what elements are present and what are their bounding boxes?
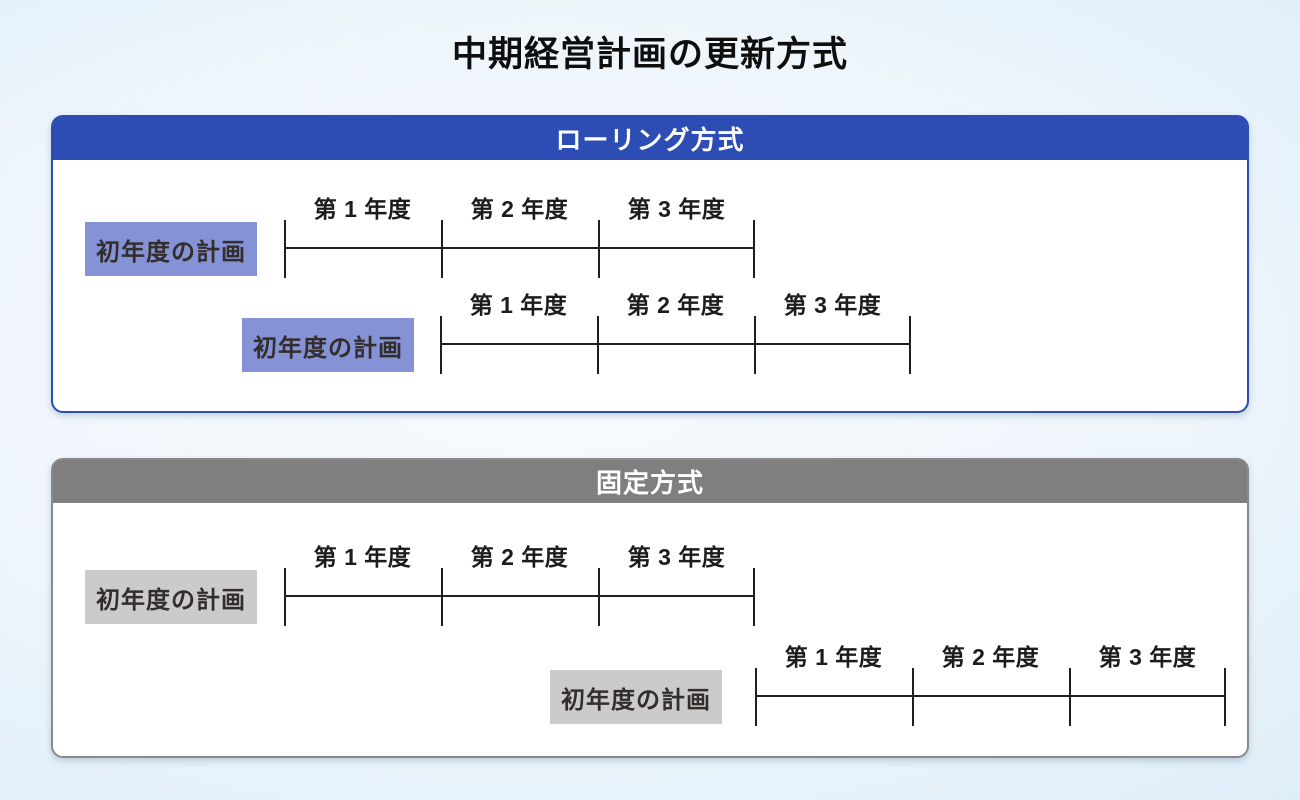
timeline-tick [284,568,286,626]
timeline-tick [754,316,756,374]
year-label: 第 2 年度 [626,292,725,318]
plan-label-box: 初年度の計画 [242,318,414,372]
timeline: 第 1 年度 第 2 年度 第 3 年度 [755,644,1226,726]
timeline-tick [753,568,755,626]
year-label: 第 1 年度 [784,644,883,670]
timeline-tick [441,568,443,626]
timeline-tick [441,220,443,278]
timeline-tick [755,668,757,726]
timeline-tick [1224,668,1226,726]
year-label: 第 3 年度 [783,292,882,318]
timeline: 第 1 年度 第 2 年度 第 3 年度 [284,196,755,278]
timeline: 第 1 年度 第 2 年度 第 3 年度 [440,292,911,374]
timeline-line [284,595,755,597]
panel-rolling-header: ローリング方式 [53,117,1247,160]
page-title: 中期経営計画の更新方式 [451,35,848,74]
plan-label-box: 初年度の計画 [85,222,257,276]
plan-label-box: 初年度の計画 [550,670,722,724]
panel-fixed: 固定方式 初年度の計画 第 1 年度 第 2 年度 第 3 年度 初年度の計画 … [51,458,1249,758]
plan-label-box: 初年度の計画 [85,570,257,624]
panel-fixed-header: 固定方式 [53,460,1247,503]
timeline-tick [1069,668,1071,726]
timeline-tick [440,316,442,374]
year-label: 第 1 年度 [313,544,412,570]
year-label: 第 3 年度 [627,544,726,570]
timeline-tick [912,668,914,726]
year-label: 第 2 年度 [470,196,569,222]
year-label: 第 1 年度 [313,196,412,222]
timeline-line [755,695,1226,697]
year-label: 第 3 年度 [1098,644,1197,670]
timeline-tick [597,316,599,374]
year-label: 第 2 年度 [941,644,1040,670]
timeline-line [284,247,755,249]
year-label: 第 3 年度 [627,196,726,222]
year-label: 第 1 年度 [469,292,568,318]
timeline-tick [598,220,600,278]
timeline-tick [598,568,600,626]
timeline-tick [284,220,286,278]
timeline: 第 1 年度 第 2 年度 第 3 年度 [284,544,755,626]
year-label: 第 2 年度 [470,544,569,570]
timeline-line [440,343,911,345]
panel-rolling: ローリング方式 初年度の計画 第 1 年度 第 2 年度 第 3 年度 初年度の… [51,115,1249,413]
timeline-tick [753,220,755,278]
timeline-tick [909,316,911,374]
